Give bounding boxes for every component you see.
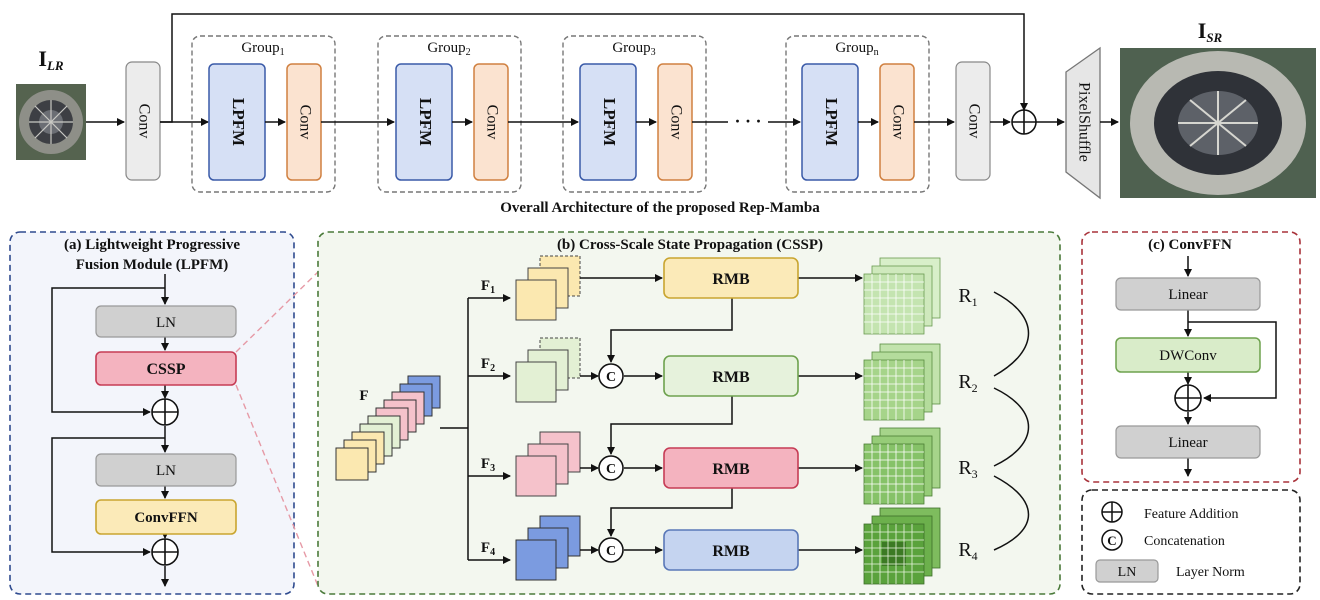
panel-a-ln1-box	[95, 305, 237, 338]
branch-2-f-label: F2	[481, 356, 495, 374]
head-conv-box	[125, 61, 161, 181]
concat-icon-3: C	[598, 455, 624, 481]
group-n-conv: Conv	[889, 105, 906, 140]
svg-text:C: C	[1107, 533, 1116, 548]
concat-icon-2: C	[598, 363, 624, 389]
panel-b-title: (b) Cross-Scale State Propagation (CSSP)	[557, 237, 823, 253]
branch-2-features	[515, 337, 581, 403]
head-conv-label: Conv	[135, 104, 152, 139]
branch-4-features	[515, 515, 581, 581]
group-3: Group3 LPFM Conv	[562, 35, 707, 193]
concat-icon-4: C	[598, 537, 624, 563]
rmb-3-box	[663, 447, 799, 489]
panel-a-title-line2: Fusion Module (LPFM)	[76, 257, 229, 273]
panel-a-addition-icon-2	[151, 538, 179, 566]
legend-concat-label: Concatenation	[1144, 534, 1225, 549]
rmb-2-box	[663, 355, 799, 397]
tail-conv-box	[955, 61, 991, 181]
r1-label: R1	[958, 285, 977, 309]
panel-c-linear1: Linear	[1168, 287, 1207, 303]
legend-ln-label: Layer Norm	[1176, 565, 1245, 580]
r2-label: R2	[958, 371, 977, 395]
result-grid-2	[863, 343, 941, 421]
branch-3-features	[515, 431, 581, 497]
panel-a-flow	[51, 274, 169, 587]
split-tree	[440, 294, 511, 564]
group-2-label: Group2	[427, 40, 470, 58]
panel-b-connections	[580, 274, 1030, 554]
rmb-4-label: RMB	[712, 543, 750, 560]
zoom-line-bottom	[235, 384, 319, 587]
group-1-lpfm: LPFM	[229, 98, 248, 146]
pixelshuffle-block	[1065, 46, 1101, 200]
group-2-conv: Conv	[483, 105, 500, 140]
group-2-lpfm: LPFM	[416, 98, 435, 146]
branch-3-f-label: F3	[481, 456, 495, 474]
output-image	[1120, 48, 1316, 198]
legend-addition-icon	[1101, 501, 1123, 523]
panel-c-title: (c) ConvFFN	[1148, 237, 1232, 253]
branch-1-f-label: F1	[481, 278, 495, 296]
svg-text:C: C	[606, 462, 616, 477]
result-grid-3	[863, 427, 941, 505]
panel-a-convffn-box	[95, 499, 237, 535]
feature-stack-f	[335, 375, 441, 481]
panel-a-ln1: LN	[156, 315, 176, 331]
group-1-conv: Conv	[296, 105, 313, 140]
input-label: ILR	[38, 46, 64, 73]
group-1-label: Group1	[241, 40, 284, 58]
r3-label: R3	[958, 457, 977, 481]
input-image	[16, 84, 86, 160]
group-2: Group2 LPFM Conv	[377, 35, 522, 193]
svg-text:C: C	[606, 370, 616, 385]
overall-caption: Overall Architecture of the proposed Rep…	[500, 200, 820, 216]
legend-ln-box	[1095, 559, 1159, 583]
rmb-4-box	[663, 529, 799, 571]
output-label: ISR	[1198, 18, 1223, 45]
panel-a-addition-icon-1	[151, 398, 179, 426]
legend-addition-label: Feature Addition	[1144, 507, 1239, 522]
global-addition-icon	[1011, 109, 1037, 135]
panel-c-dwconv-box	[1115, 337, 1261, 373]
rmb-3-label: RMB	[712, 461, 750, 478]
panel-c-linear1-box	[1115, 277, 1261, 311]
group-3-lpfm: LPFM	[600, 98, 619, 146]
branch-4-f-label: F4	[481, 540, 495, 558]
group-n-lpfm: LPFM	[822, 98, 841, 146]
legend-ln-box-label: LN	[1118, 565, 1137, 580]
group-n: Groupn LPFM Conv	[785, 35, 930, 193]
panel-c-linear2-box	[1115, 425, 1261, 459]
panel-a-ln2: LN	[156, 463, 176, 479]
group-3-conv: Conv	[667, 105, 684, 140]
feature-f-label: F	[359, 388, 368, 404]
r4-label: R4	[958, 539, 977, 563]
panel-a-convffn: ConvFFN	[134, 510, 198, 526]
panel-c-flow	[1184, 256, 1277, 477]
group-n-label: Groupn	[835, 40, 878, 58]
result-grid-4	[863, 507, 941, 585]
rmb-1-box	[663, 257, 799, 299]
result-grid-1	[863, 257, 941, 335]
rmb-2-label: RMB	[712, 369, 750, 386]
panel-a-cssp: CSSP	[146, 361, 185, 378]
panel-c-linear2: Linear	[1168, 435, 1207, 451]
panel-c-dwconv: DWConv	[1159, 348, 1217, 364]
zoom-line-top	[235, 271, 319, 353]
svg-text:C: C	[606, 544, 616, 559]
group-1: Group1 LPFM Conv	[191, 35, 336, 193]
group-3-label: Group3	[612, 40, 655, 58]
panel-c-addition-icon	[1174, 384, 1202, 412]
panel-a-ln2-box	[95, 453, 237, 487]
legend-concat-icon: C	[1101, 529, 1123, 551]
branch-1-features	[515, 255, 581, 321]
panel-a-title-line1: (a) Lightweight Progressive	[64, 237, 240, 253]
tail-conv-label: Conv	[965, 104, 982, 139]
pixelshuffle-label: PixelShuffle	[1075, 82, 1092, 162]
rmb-1-label: RMB	[712, 271, 750, 288]
ellipsis: · · ·	[734, 111, 761, 131]
panel-a-cssp-box	[95, 351, 237, 386]
